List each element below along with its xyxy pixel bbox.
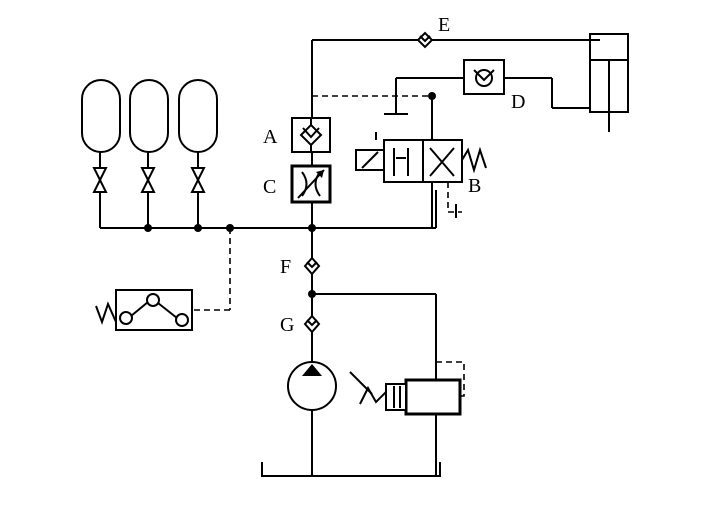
relief-valve	[349, 361, 465, 416]
label-c: C	[263, 176, 276, 198]
throttle-valve-c	[290, 164, 332, 204]
accumulator-1	[81, 79, 121, 228]
check-valve-a	[291, 117, 331, 153]
accumulator-2	[129, 79, 169, 228]
hydraulic-cylinder	[589, 33, 629, 132]
check-valve-e	[416, 31, 434, 49]
label-d: D	[511, 91, 525, 113]
accumulator-3	[178, 79, 218, 228]
label-f: F	[280, 256, 291, 278]
label-e: E	[438, 14, 450, 36]
main-pressure-lines	[100, 39, 600, 477]
directional-valve-b	[355, 139, 487, 218]
hydraulic-pump	[287, 361, 337, 411]
check-valve-g	[303, 314, 321, 334]
label-b: B	[468, 175, 481, 197]
pressure-switch	[95, 228, 231, 331]
pilot-check-valve-d	[395, 59, 600, 109]
label-g: G	[280, 314, 294, 336]
pilot-lines	[312, 95, 433, 228]
label-a: A	[263, 126, 278, 148]
check-valve-f	[303, 256, 321, 276]
